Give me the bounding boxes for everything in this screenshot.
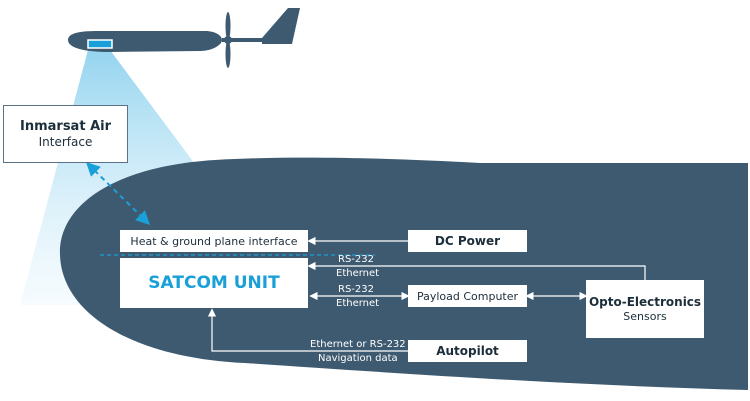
uav-aircraft (68, 8, 300, 68)
inmarsat-title: Inmarsat Air (20, 119, 111, 134)
opto-to-satcom-link (307, 261, 646, 280)
inmarsat-subtitle: Interface (38, 135, 93, 149)
opto-sensors-box: Opto-Electronics Sensors (586, 280, 704, 338)
opto-subtitle: Sensors (623, 310, 667, 323)
satcom-unit-box: SATCOM UNIT (120, 258, 308, 308)
inmarsat-interface-box: Inmarsat Air Interface (3, 105, 128, 163)
satcom-unit-label: SATCOM UNIT (148, 273, 280, 293)
autopilot-label: Autopilot (436, 344, 499, 358)
autopilot-link-label-2: Navigation data (318, 353, 398, 364)
opto-title: Opto-Electronics (588, 295, 702, 309)
payload-computer-label: Payload Computer (416, 289, 519, 303)
opto-link-label-2: Ethernet (336, 268, 380, 279)
payload-link-label-1: RS-232 (338, 284, 374, 295)
autopilot-box: Autopilot (408, 340, 527, 362)
satcom-interface-label: Heat & ground plane interface (130, 234, 298, 248)
dc-power-box: DC Power (408, 230, 527, 252)
autopilot-link-label-1: Ethernet or RS-232 (310, 339, 406, 350)
opto-link-label-1: RS-232 (338, 254, 374, 265)
payload-computer-box: Payload Computer (408, 285, 527, 307)
payload-link-label-2: Ethernet (336, 298, 380, 309)
aircraft-hull (59, 157, 748, 390)
dc-power-label: DC Power (434, 234, 501, 248)
satcom-interface-box: Heat & ground plane interface (120, 230, 308, 252)
autopilot-to-satcom-link (207, 308, 408, 352)
